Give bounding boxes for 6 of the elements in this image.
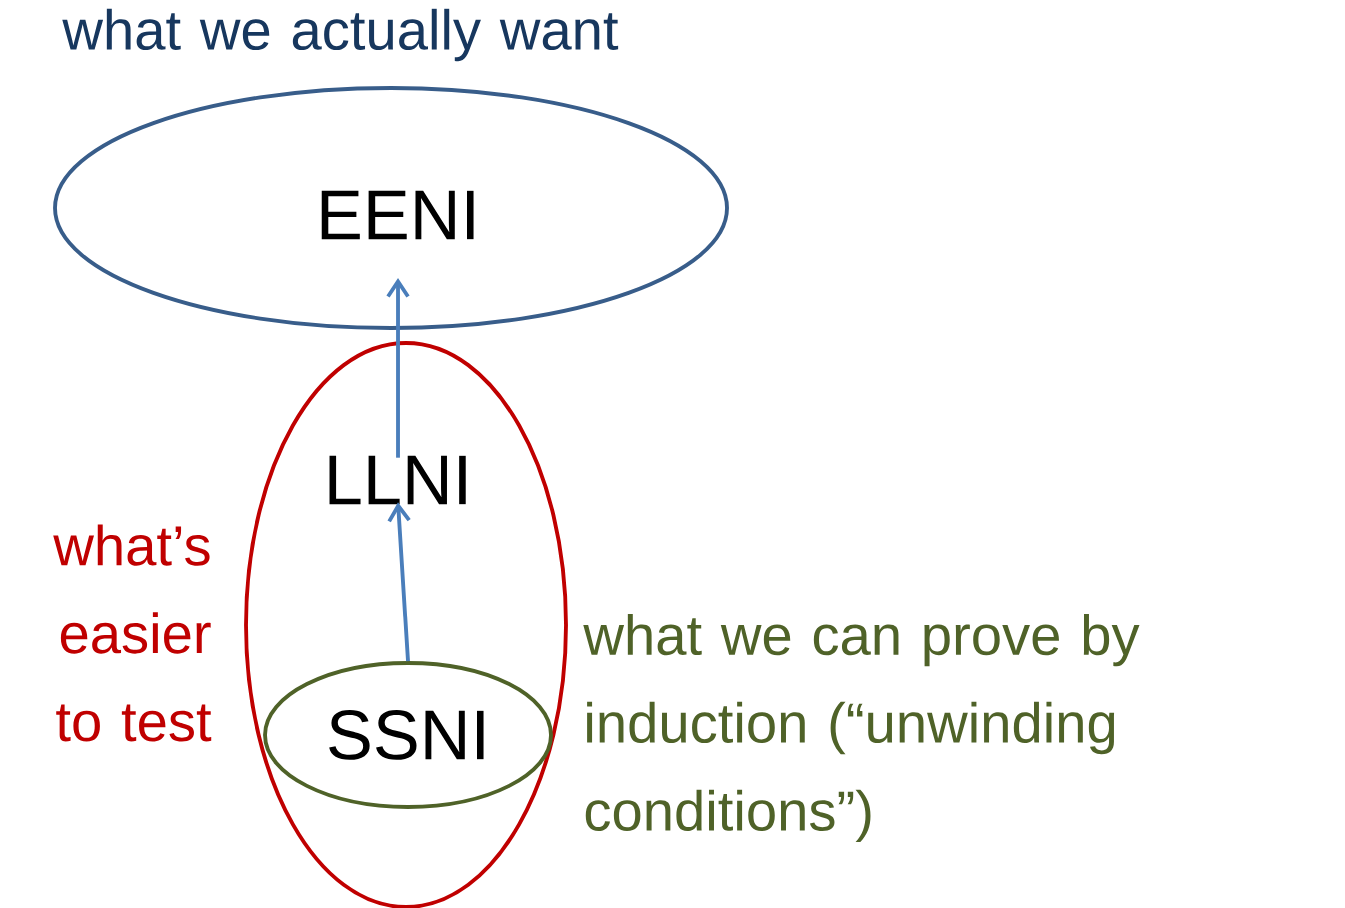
side-label: what we can prove by induction (“unwinding conditions”) [583, 613, 1140, 843]
node-label: LLNI [329, 455, 466, 505]
side-label: what’s easier to test [53, 524, 212, 742]
arrow [386, 278, 410, 458]
heading: what we actually want [62, 8, 619, 62]
arrow [387, 502, 411, 662]
